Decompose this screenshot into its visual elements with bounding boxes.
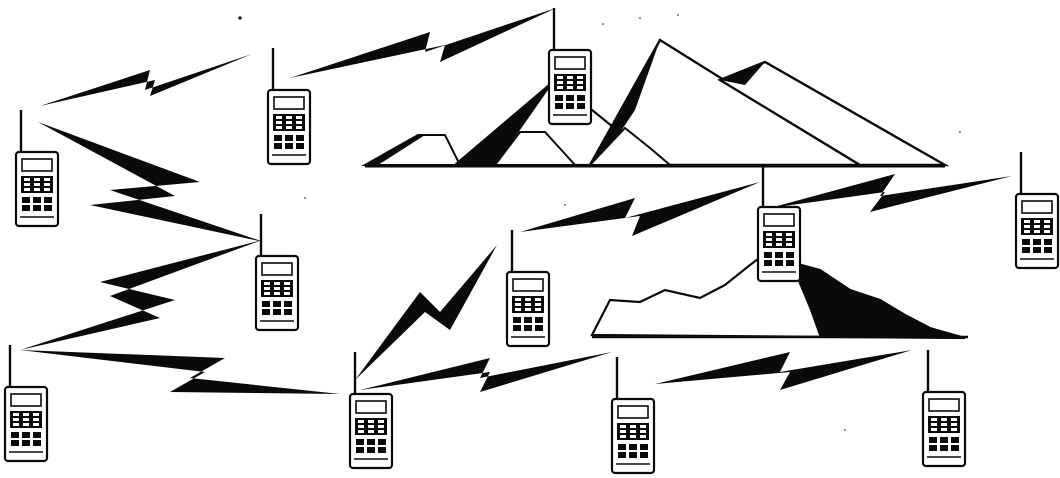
lightning-bolt-icon [355,245,497,380]
lightning-bolt-icon [520,182,760,236]
lightning-bolt-icon [20,240,262,350]
walkie-talkie-icon [507,230,549,346]
lightning-bolt-icon [655,350,912,390]
lightning-bolt-icon [40,54,252,106]
walkie-talkie-icon [350,352,392,468]
lightning-bolt-icon [290,8,556,78]
walkie-talkie-icon [5,345,47,461]
walkie-talkie-icon [268,48,310,164]
mountain-range-top [365,40,945,166]
walkie-talkie-icon [549,8,591,124]
lightning-bolt-icon [38,122,264,242]
walkie-talkie-icon [256,214,298,330]
mountain-icon [790,262,965,338]
walkie-talkie-icon [758,165,800,281]
lightning-bolt-icon [770,174,1012,212]
walkie-talkie-icon [1016,152,1058,268]
lightning-bolt-icon [20,350,340,394]
radios [5,8,1058,473]
noise-specks [238,14,960,431]
walkie-talkie-icon [923,350,965,466]
walkie-talkie-icon [612,357,654,473]
lightning-bolt-icon [360,352,612,392]
